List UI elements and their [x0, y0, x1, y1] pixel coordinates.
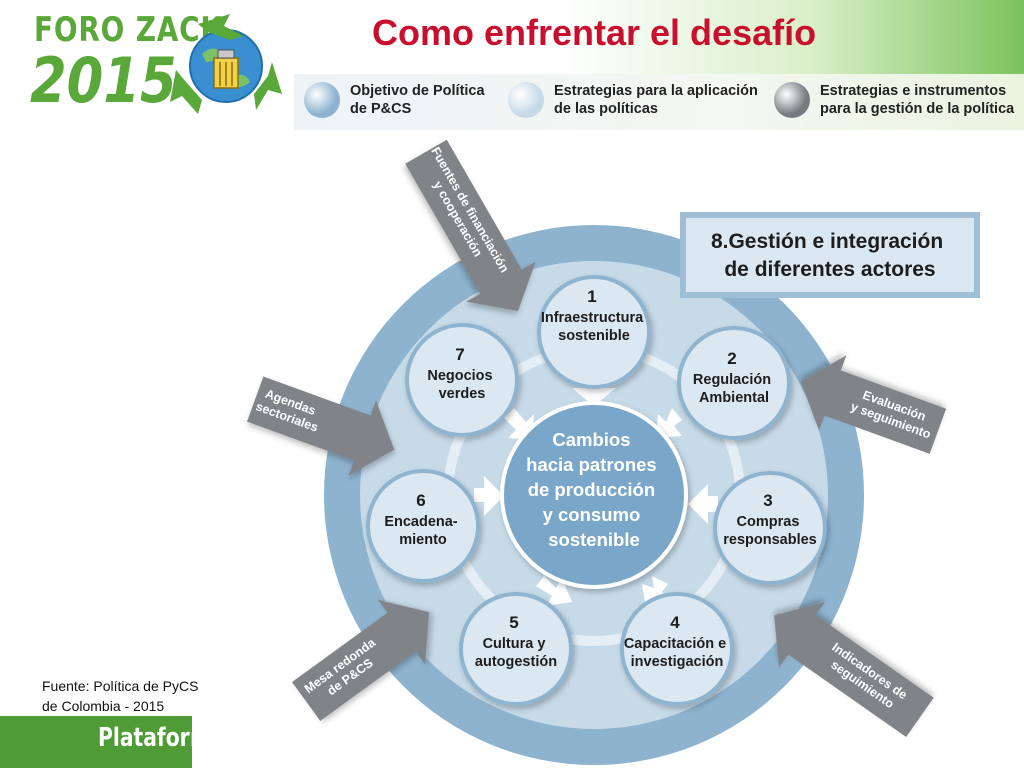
footer-bar — [0, 716, 192, 768]
strategy-label: sostenible — [558, 328, 630, 344]
strategy-label: Encadena- — [384, 514, 457, 530]
strategy-2: 2 Regulación Ambiental — [677, 326, 791, 440]
recycle-globe-icon — [170, 14, 282, 114]
strategy-label: investigación — [631, 654, 724, 670]
strategy-6: 6 Encadena- miento — [366, 469, 480, 583]
svg-text:6 Encadena- mi: 6 Encadena- miento — [384, 491, 461, 548]
gestion-text-line: de diferentes actores — [724, 258, 935, 281]
gestion-box: 8.Gestión e integración de diferentes ac… — [680, 212, 980, 298]
svg-text:5 Cultura y au: 5 Cultura y autogestión — [475, 613, 557, 670]
strategy-number: 1 — [587, 287, 596, 306]
strategy-label: Negocios — [427, 368, 492, 384]
legend-item-instruments: Estrategias e instrumentos para la gesti… — [774, 82, 1014, 118]
foro-zack-logo: FORO ZACK 2015 — [0, 0, 300, 130]
legend-text-instruments: Estrategias e instrumentos para la gesti… — [820, 83, 1015, 117]
footer-label: Plataforma d — [98, 723, 192, 753]
strategy-label: Ambiental — [699, 390, 769, 406]
svg-text:1 Infraestructura: 1 Infraestructura sostenible — [541, 287, 647, 344]
legend-dot-objective — [304, 82, 340, 118]
center-text-line: y consumo — [543, 504, 641, 525]
policy-diagram: Cambios hacia patrones de producción y c… — [247, 140, 980, 765]
strategy-label: Cultura y — [483, 636, 546, 652]
instrument-arrows: Fuentes de financiación y cooperación Ag… — [247, 140, 947, 738]
strategy-4: 4 Capacitación e investigación — [620, 592, 734, 706]
strategy-number: 6 — [416, 491, 425, 510]
strategy-3: 3 Compras responsables — [713, 471, 827, 585]
legend-text-objective: Objetivo de Política de P&CS — [350, 83, 485, 117]
center-text-line: Cambios — [552, 429, 630, 450]
strategy-number: 3 — [763, 491, 772, 510]
strategy-number: 5 — [509, 613, 518, 632]
legend-dot-instruments — [774, 82, 810, 118]
gestion-text-line: 8.Gestión e integración — [711, 230, 943, 253]
svg-text:8.Gestión e integración: 8.Gestión e integración de diferentes ac… — [711, 230, 949, 281]
center-text-line: de producción — [528, 479, 655, 500]
center-text: Cambios hacia patrones de producción y c… — [526, 429, 662, 550]
strategy-label: Infraestructura — [541, 310, 644, 326]
logo-text-top: FORO ZACK — [34, 10, 223, 50]
logo-year: 2015 — [30, 44, 177, 117]
strategy-number: 4 — [670, 613, 680, 632]
strategy-label: autogestión — [475, 654, 557, 670]
source-citation: Fuente: Política de PyCS de Colombia - 2… — [42, 678, 199, 714]
svg-text:2 Regulación A: 2 Regulación Ambiental — [693, 349, 775, 406]
strategy-number: 7 — [455, 345, 464, 364]
strategy-1: 1 Infraestructura sostenible — [537, 275, 651, 389]
center-circle — [500, 401, 688, 589]
legend-item-objective: Objetivo de Política de P&CS — [304, 82, 485, 118]
strategy-number: 2 — [727, 349, 736, 368]
legend-item-strategies: Estrategias para la aplicación de las po… — [508, 82, 758, 118]
svg-text:4 Capacitación e: 4 Capacitación e investigación — [624, 613, 730, 670]
strategy-circles: 1 Infraestructura sostenible 2 Regulació… — [366, 275, 827, 706]
strategy-label: verdes — [439, 386, 486, 402]
legend-bar: Objetivo de Política de P&CS Estrategias… — [294, 74, 1024, 130]
strategy-label: Compras — [737, 514, 800, 530]
strategy-label: Capacitación e — [624, 636, 726, 652]
center-text-line: sostenible — [548, 529, 640, 550]
strategy-5: 5 Cultura y autogestión — [459, 592, 573, 706]
svg-text:7 Negocios ver: 7 Negocios verdes — [427, 345, 496, 402]
center-text-line: hacia patrones — [526, 454, 657, 475]
strategy-label: Regulación — [693, 372, 771, 388]
header-gradient-band — [180, 0, 1024, 74]
legend-text-strategies: Estrategias para la aplicación de las po… — [554, 83, 758, 117]
page-title: Como enfrentar el desafío — [372, 12, 817, 53]
legend-dot-strategies — [508, 82, 544, 118]
strategy-7: 7 Negocios verdes — [405, 323, 519, 437]
svg-text:3 Compras resp: 3 Compras responsables — [723, 491, 817, 548]
strategy-label: miento — [399, 532, 447, 548]
strategy-label: responsables — [723, 532, 817, 548]
